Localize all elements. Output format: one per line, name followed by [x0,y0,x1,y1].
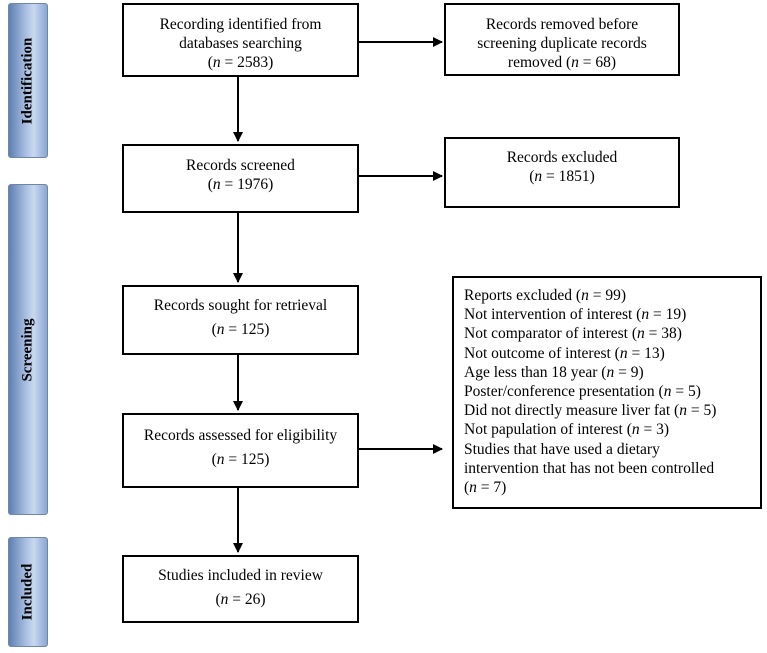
reports-excluded-line: Age less than 18 year (n = 9) [464,363,644,381]
included-line1: Studies included in review [158,567,323,584]
reports-excluded-line: (n = 7) [464,479,507,497]
box-studies-included: Studies included in review (n = 26) [122,555,359,623]
removed-line1: Records removed before [485,16,639,33]
box-reports-excluded: Reports excluded (n = 99) Not interventio… [452,276,762,509]
sought-line1: Records sought for retrieval [153,297,328,314]
box-records-removed: Records removed before screening duplica… [444,3,680,76]
removed-line2: screening duplicate records [477,35,647,52]
reports-excluded-line: Did not directly measure liver fat (n = … [464,402,717,420]
box-records-assessed: Records assessed for eligibility (n = 12… [122,413,359,488]
box-records-sought: Records sought for retrieval (n = 125) [122,285,359,355]
sought-count: = 125) [224,321,270,338]
phase-screening: Screening [8,184,48,515]
assessed-line1: Records assessed for eligibility [143,427,338,444]
reports-excluded-line: Not intervention of interest (n = 19) [464,306,687,324]
reports-excluded-line: Not papulation of interest (n = 3) [464,421,670,439]
excluded-count: = 1851) [542,168,595,185]
removed-count: = 68) [578,54,617,71]
identified-line1: Recording identified from [159,16,322,33]
reports-excluded-line: Poster/conference presentation (n = 5) [464,383,701,401]
phase-included: Included [8,537,48,647]
included-count: = 26) [228,591,266,608]
reports-excluded-line: intervention that has not been controlle… [464,459,715,477]
reports-excluded-line: Not comparator of interest (n = 38) [464,325,682,343]
reports-excluded-line: Not outcome of interest (n = 13) [464,344,665,362]
assessed-count: = 125) [224,451,270,468]
box-records-screened: Records screened (n = 1976) [122,144,359,213]
reports-excluded-list: Reports excluded (n = 99) Not interventio… [464,286,760,497]
phase-identification: Identification [8,3,48,158]
box-records-identified: Recording identified from databases sear… [122,3,359,77]
excluded-line1: Records excluded [506,149,618,166]
identified-line2: databases searching [179,35,302,52]
identified-count: = 2583) [220,54,274,71]
screened-count: = 1976) [220,176,274,193]
box-records-excluded: Records excluded (n = 1851) [444,137,680,208]
reports-excluded-line: Studies that have used a dietary [464,440,660,458]
reports-excluded-line: Reports excluded (n = 99) [464,287,626,304]
screened-line1: Records screened [186,157,295,174]
